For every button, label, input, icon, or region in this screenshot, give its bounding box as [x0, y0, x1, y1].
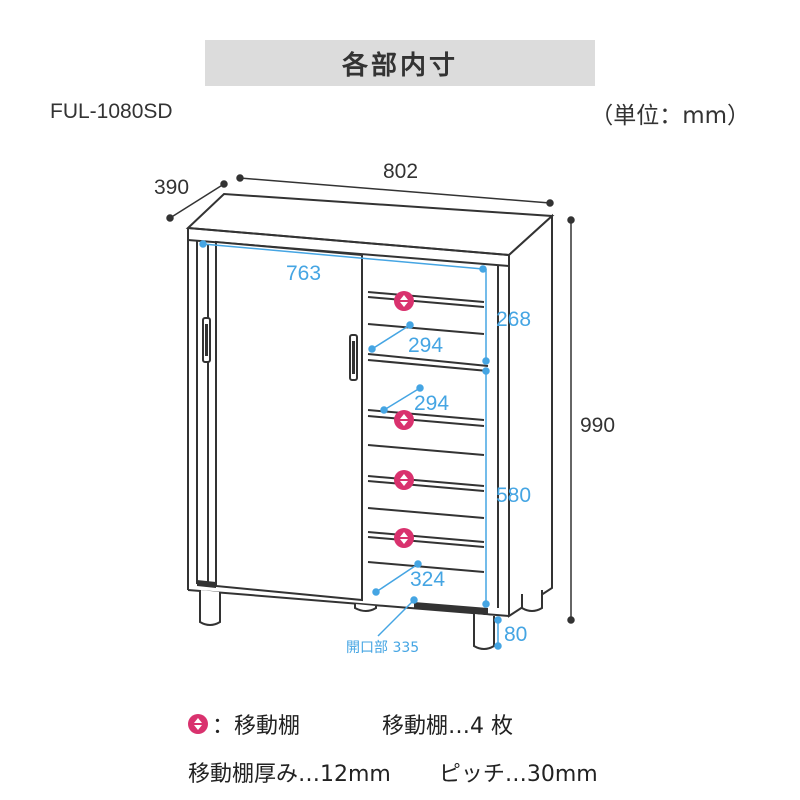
model-number: FUL-1080SD — [50, 100, 173, 123]
dim-lower-height: 580 — [496, 484, 531, 507]
legend-label: ：移動棚 — [212, 714, 301, 739]
page-title: 各部内寸 — [205, 40, 595, 86]
bottom-rail-right — [414, 602, 488, 614]
dim-shelf-depth-1: 294 — [408, 334, 443, 357]
sliding-door-left — [207, 240, 363, 602]
legend: ：移動棚 移動棚…4 枚 — [188, 708, 513, 740]
unit-label: （単位：mm） — [590, 103, 750, 129]
shelf-thickness: 移動棚厚み…12mm — [188, 762, 391, 787]
shelves — [367, 291, 489, 573]
dim-leg-height: 80 — [504, 623, 527, 646]
dim-width: 802 — [383, 160, 418, 183]
legs — [199, 590, 543, 650]
movable-shelf-icon — [394, 291, 414, 311]
dim-opening: 開口部 335 — [346, 640, 419, 656]
movable-shelf-icon — [188, 714, 208, 734]
shelf-count: 移動棚…4 枚 — [382, 714, 514, 739]
door-handle-right — [349, 334, 358, 381]
door-handle-left — [202, 317, 211, 363]
inner-dimensions — [199, 240, 502, 650]
movable-shelf-icon — [394, 410, 414, 430]
shelf-pitch: ピッチ…30mm — [438, 762, 598, 787]
dim-height: 990 — [580, 414, 615, 437]
dim-upper-height: 268 — [496, 308, 531, 331]
cabinet-diagram: 390 802 990 763 268 294 294 580 324 80 開… — [154, 160, 615, 656]
outer-dimensions — [166, 174, 575, 624]
dim-depth: 390 — [154, 176, 189, 199]
dim-shelf-depth-2: 294 — [414, 392, 449, 415]
spec-line: 移動棚厚み…12mm ピッチ…30mm — [188, 756, 598, 788]
bottom-rail — [197, 580, 216, 588]
dim-bottom-depth: 324 — [410, 568, 445, 591]
dim-inner-width: 763 — [286, 262, 321, 285]
movable-shelf-icon — [394, 528, 414, 548]
movable-shelf-icon — [394, 470, 414, 490]
